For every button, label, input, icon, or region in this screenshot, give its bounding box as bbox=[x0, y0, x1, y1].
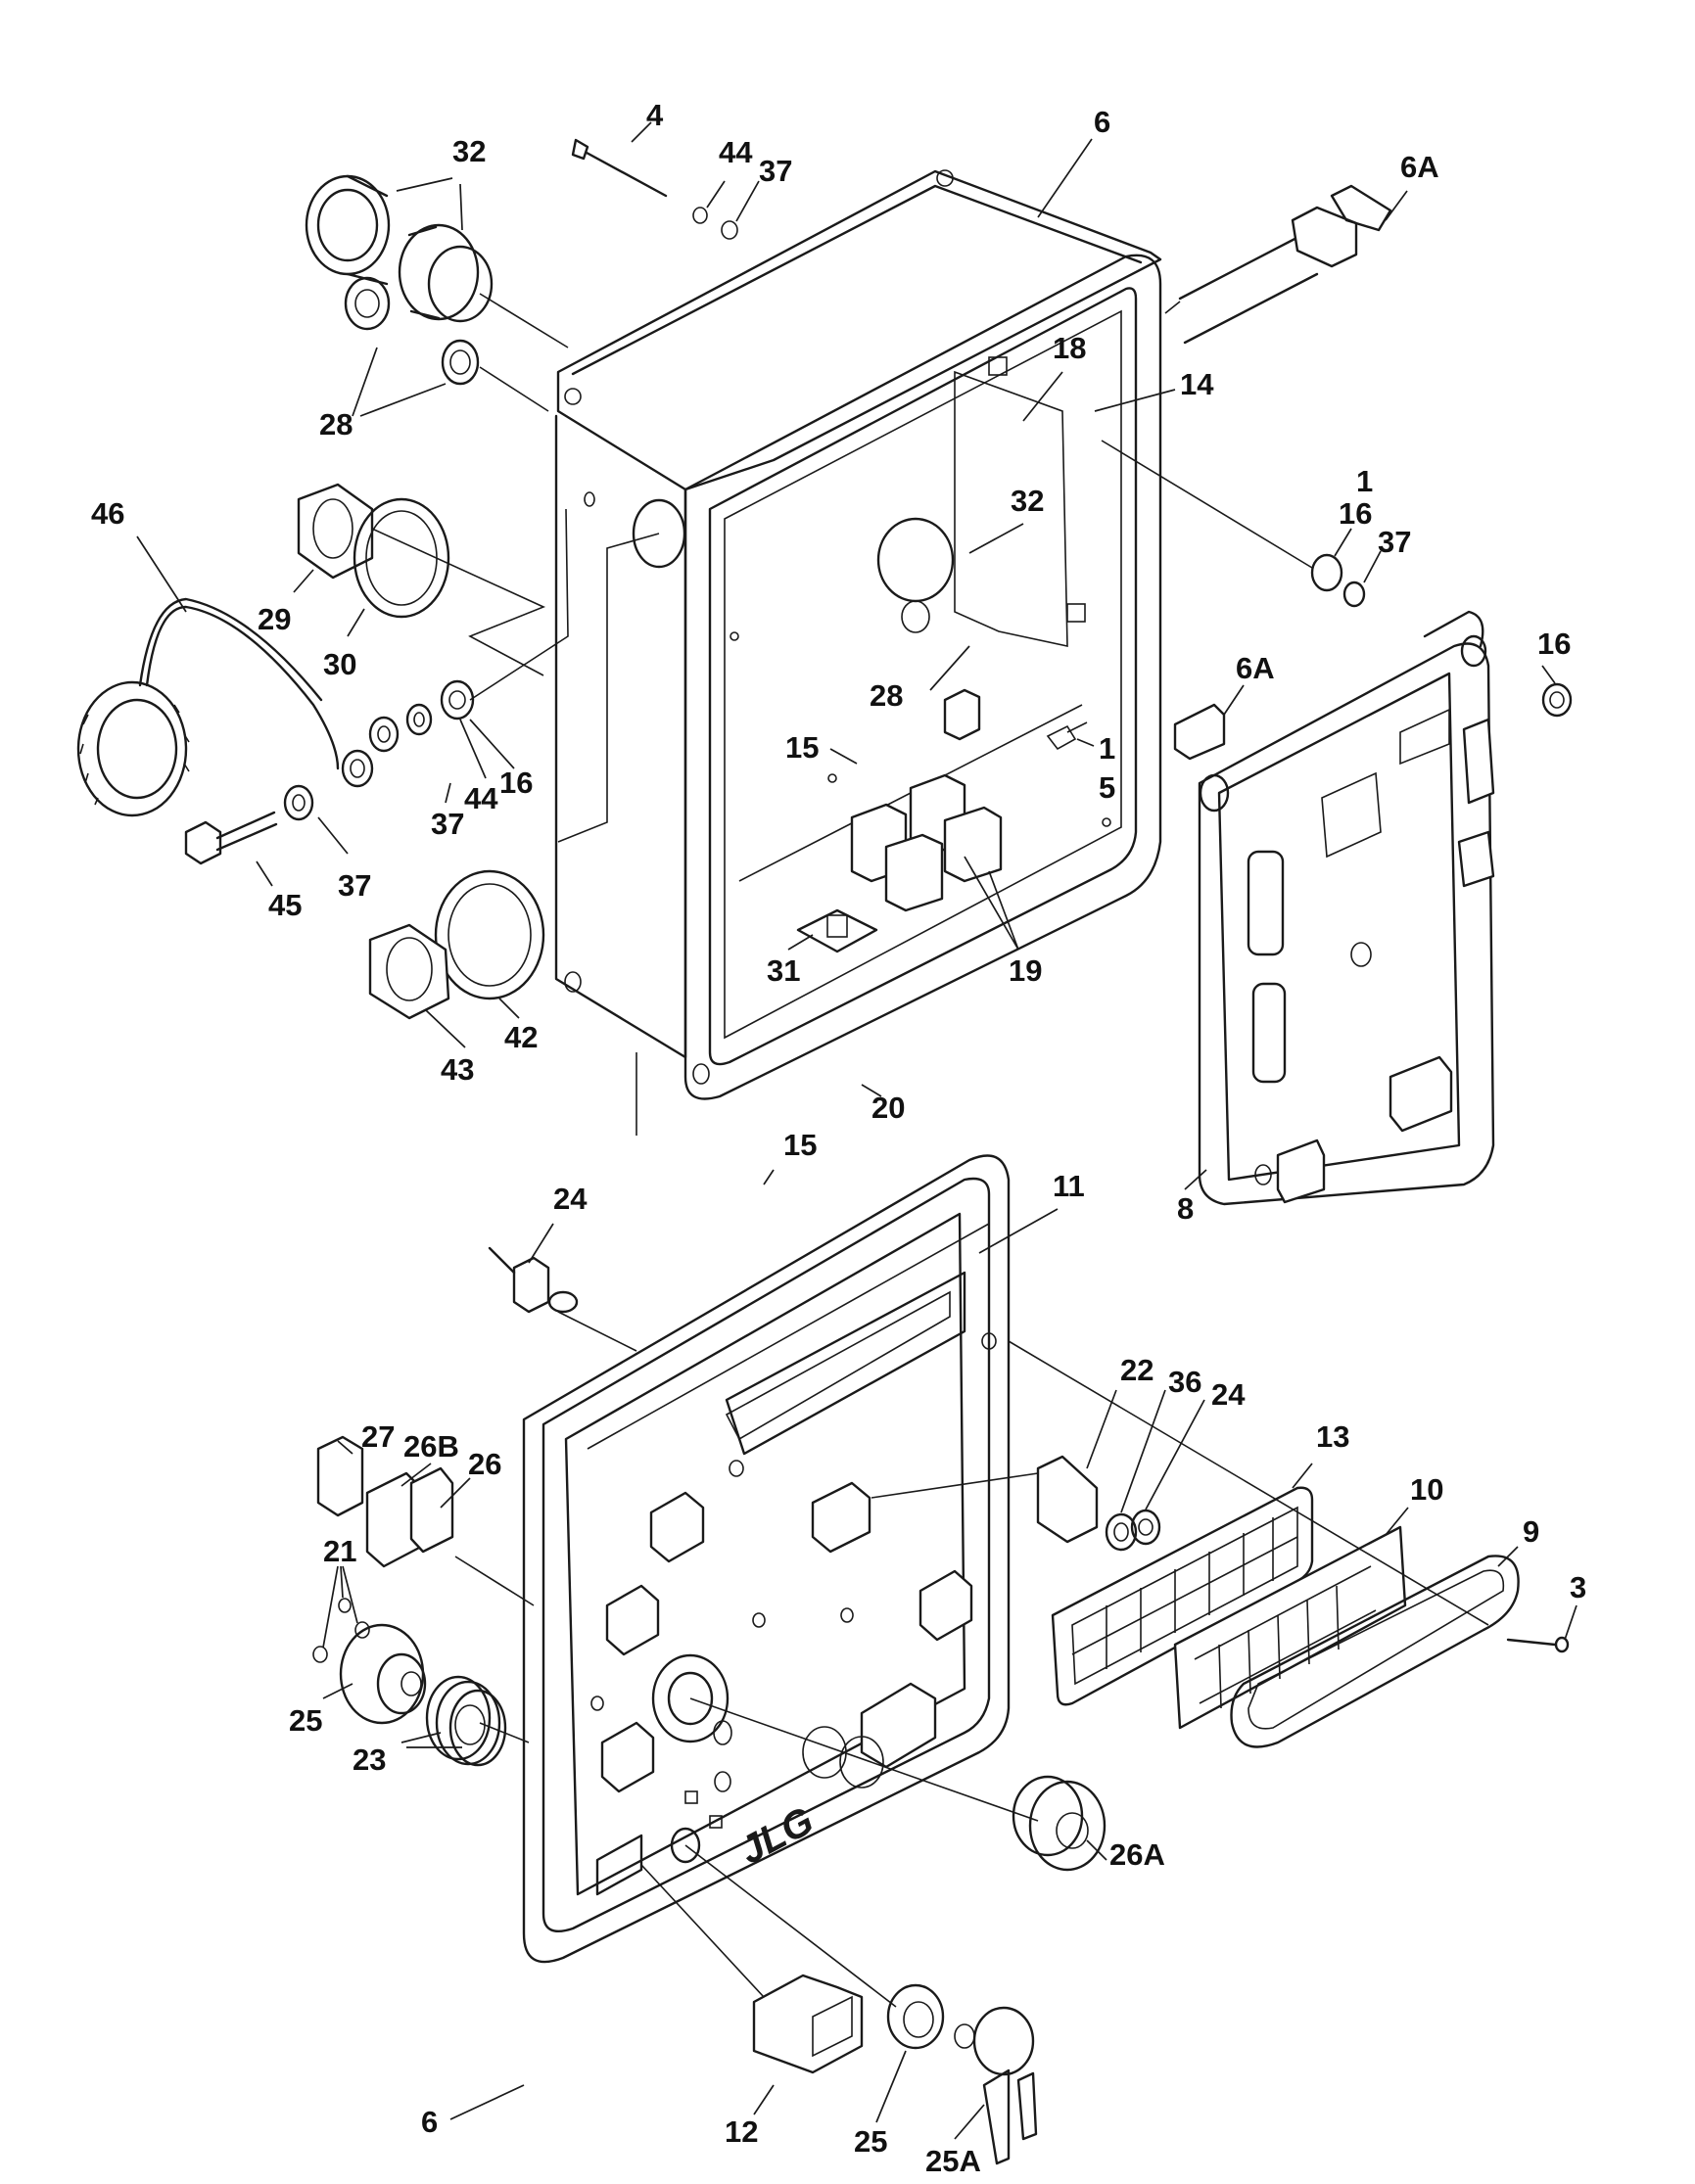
callout-20: 20 bbox=[871, 1091, 905, 1125]
callout-16-far: 16 bbox=[1537, 627, 1571, 661]
callout-23: 23 bbox=[353, 1743, 386, 1777]
callout-43: 43 bbox=[441, 1052, 474, 1087]
callout-25-bottom: 25 bbox=[854, 2124, 887, 2159]
callout-31: 31 bbox=[767, 953, 800, 988]
callout-13: 13 bbox=[1316, 1419, 1349, 1454]
callout-8: 8 bbox=[1177, 1191, 1194, 1226]
callout-18: 18 bbox=[1053, 331, 1086, 365]
callout-26a: 26A bbox=[1109, 1837, 1165, 1872]
callout-24-top: 24 bbox=[553, 1182, 588, 1216]
callout-28-top: 28 bbox=[319, 407, 353, 441]
callout-labels: 4 44 37 32 6 6A 28 18 14 46 29 30 32 1 1… bbox=[91, 98, 1586, 2178]
callout-32-mid: 32 bbox=[1011, 484, 1044, 518]
callout-30: 30 bbox=[323, 647, 356, 681]
callout-24-right: 24 bbox=[1211, 1377, 1246, 1412]
callout-28-mid: 28 bbox=[870, 678, 903, 713]
relay-block bbox=[850, 773, 1003, 912]
panel-toggles bbox=[600, 1481, 973, 1793]
callout-25a: 25A bbox=[925, 2144, 981, 2178]
callout-45: 45 bbox=[268, 888, 302, 922]
callout-26b: 26B bbox=[403, 1429, 459, 1464]
assembly-lines bbox=[371, 293, 1489, 2008]
callout-22: 22 bbox=[1120, 1353, 1154, 1387]
callout-37-left1: 37 bbox=[431, 807, 464, 841]
enclosure-box bbox=[554, 169, 1162, 1100]
jlg-logo: JLG bbox=[733, 1799, 821, 1873]
callout-10: 10 bbox=[1410, 1472, 1443, 1507]
switch-grid-13 bbox=[1051, 1486, 1314, 1706]
callout-29: 29 bbox=[258, 602, 291, 636]
callout-27: 27 bbox=[361, 1419, 395, 1454]
callout-46: 46 bbox=[91, 496, 124, 531]
callout-6-bottom: 6 bbox=[421, 2105, 438, 2139]
callout-1-right: 1 bbox=[1356, 464, 1373, 498]
callout-11: 11 bbox=[1053, 1169, 1085, 1203]
leader-lines bbox=[136, 121, 1577, 2140]
callout-37-top: 37 bbox=[759, 154, 792, 188]
keypad-overlay-10 bbox=[1173, 1525, 1407, 1730]
callout-25-left: 25 bbox=[289, 1703, 322, 1738]
callout-9: 9 bbox=[1523, 1514, 1539, 1549]
callout-44-left: 44 bbox=[464, 781, 498, 815]
callout-19: 19 bbox=[1009, 953, 1042, 988]
callout-5: 5 bbox=[1099, 770, 1115, 805]
callout-6-top: 6 bbox=[1094, 105, 1110, 139]
callout-37-right: 37 bbox=[1378, 525, 1411, 559]
callout-36: 36 bbox=[1168, 1365, 1201, 1399]
callout-1-mid: 1 bbox=[1099, 731, 1115, 766]
panel-components-left bbox=[312, 1246, 579, 1767]
callout-14: 14 bbox=[1180, 367, 1214, 401]
callout-37-left2: 37 bbox=[338, 868, 371, 903]
callout-26: 26 bbox=[468, 1447, 501, 1481]
callout-16-right: 16 bbox=[1339, 496, 1372, 531]
front-panel: JLG bbox=[522, 1154, 1011, 1964]
mounting-bracket-6a bbox=[1173, 184, 1392, 761]
fitting-group-top-left bbox=[305, 138, 738, 386]
callout-21: 21 bbox=[323, 1534, 356, 1568]
cap-with-lanyard bbox=[76, 597, 340, 817]
callout-42: 42 bbox=[504, 1020, 538, 1054]
panel-components-right bbox=[752, 1455, 1570, 2165]
callout-15-low: 15 bbox=[783, 1128, 817, 1162]
callout-4: 4 bbox=[646, 98, 664, 132]
callout-16-left: 16 bbox=[499, 766, 533, 800]
callout-32-top: 32 bbox=[452, 134, 486, 168]
controller-module bbox=[1198, 553, 1573, 1206]
callout-6a-mid: 6A bbox=[1236, 651, 1275, 685]
callout-6a-top: 6A bbox=[1400, 150, 1439, 184]
callout-3: 3 bbox=[1570, 1570, 1586, 1604]
callout-12: 12 bbox=[725, 2114, 758, 2149]
callout-15-mid: 15 bbox=[785, 730, 819, 765]
callout-44-top: 44 bbox=[719, 135, 753, 169]
